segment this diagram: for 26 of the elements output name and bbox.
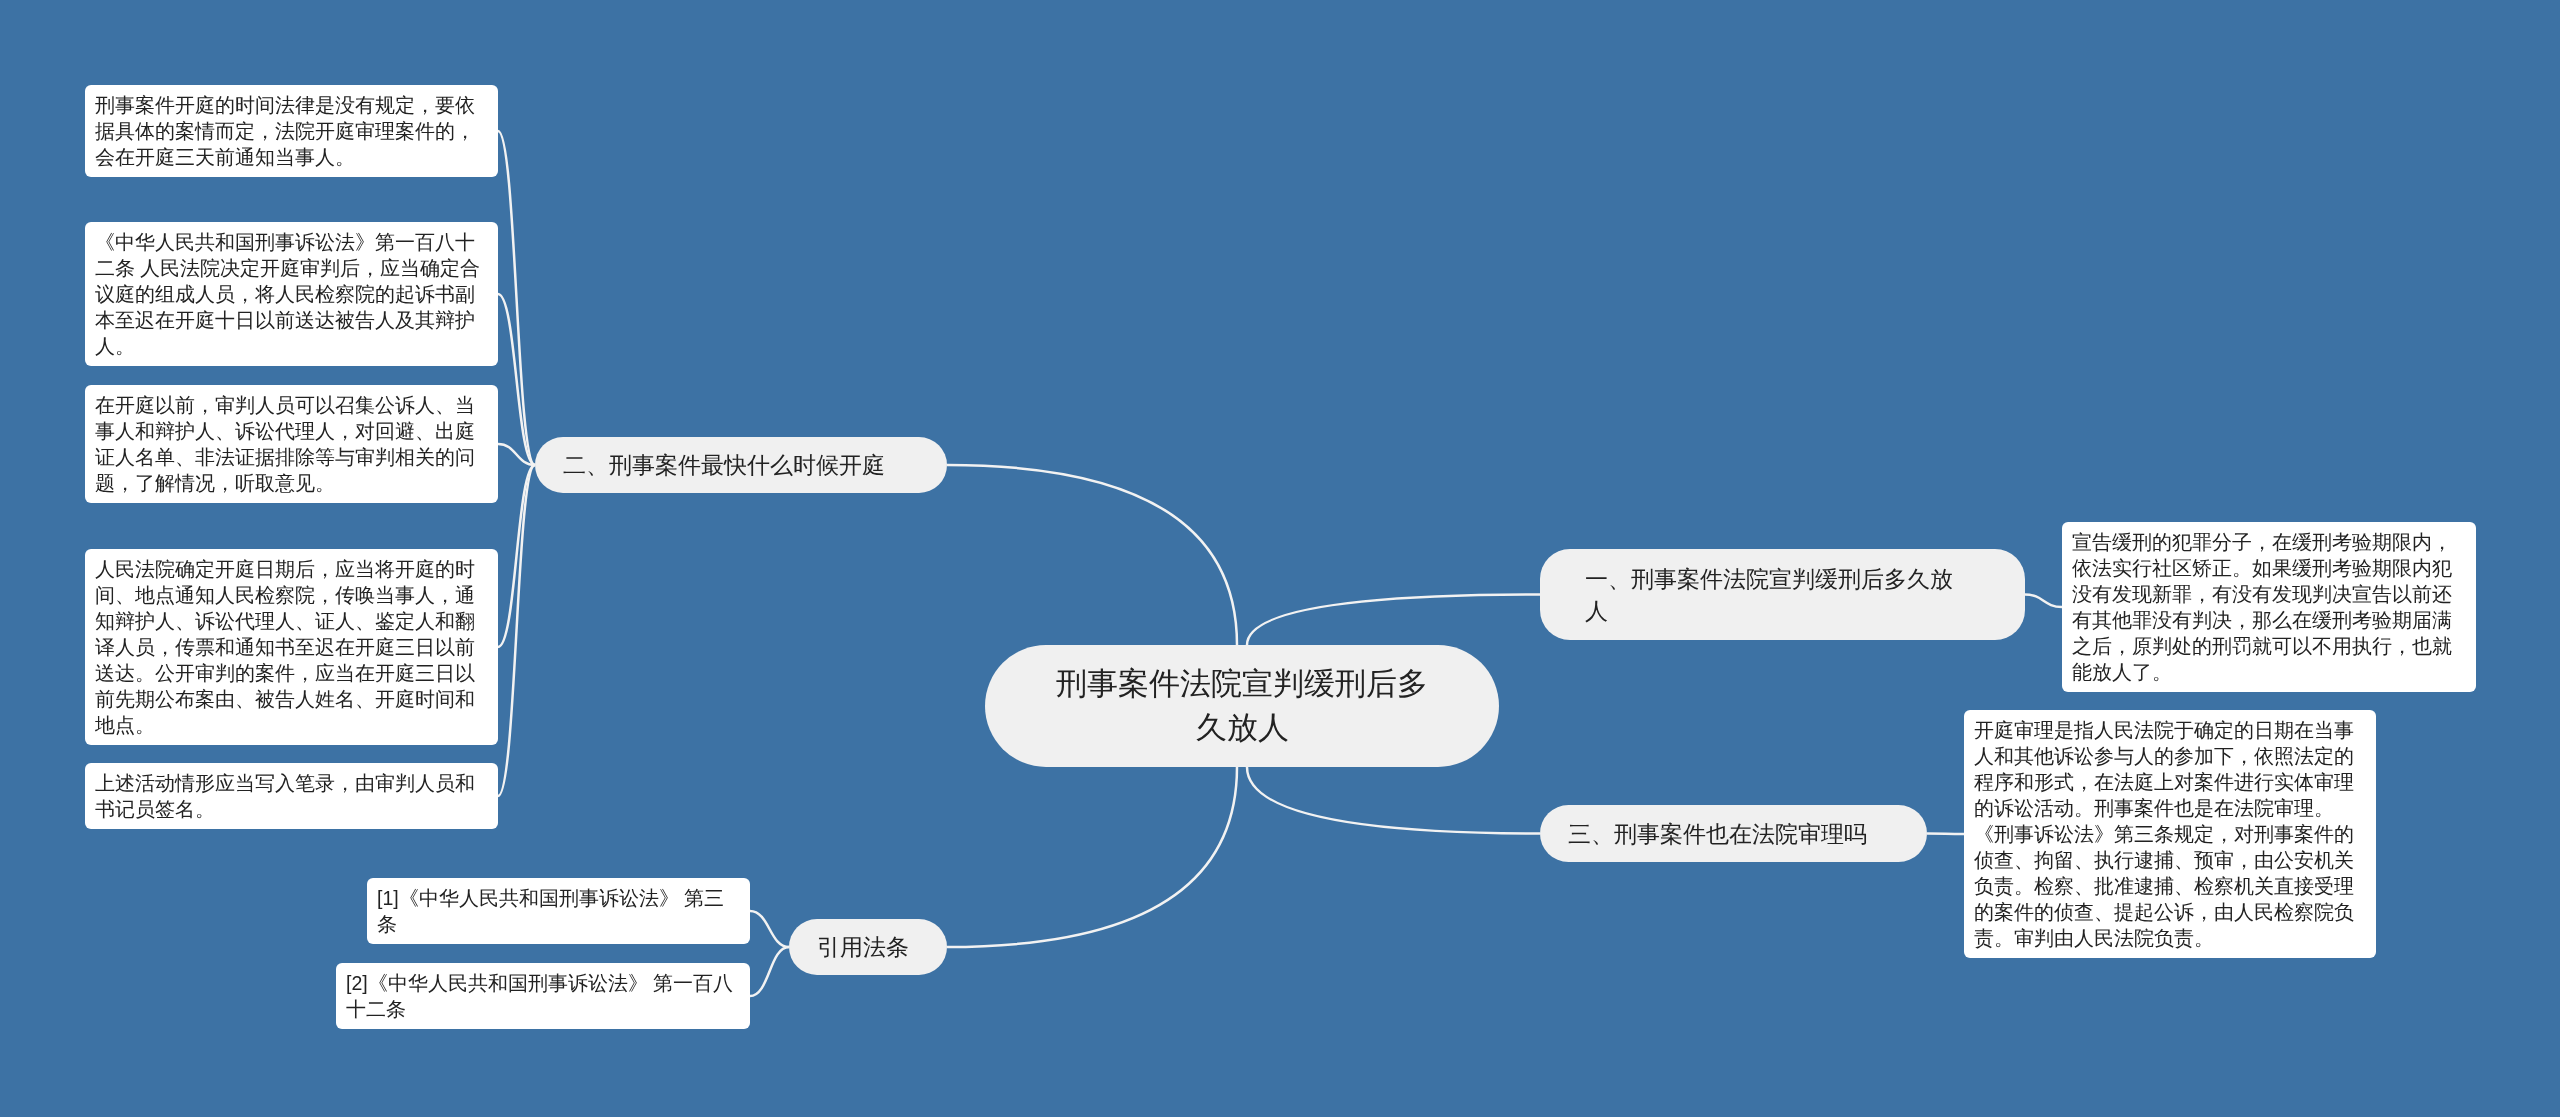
central-topic: 刑事案件法院宣判缓刑后多久放人 (985, 645, 1499, 767)
connector-line (1245, 593, 1540, 646)
connector-line (496, 464, 537, 797)
note-card: 开庭审理是指人民法院于确定的日期在当事人和其他诉讼参与人的参加下，依照法定的程序和形式，在法庭上对案件进行实体审理的诉讼活动。刑事案件也是在法院审理。《刑事诉讼法》第三条规定，对刑事案件的侦查、拘留、执行逮捕、预审，由公安机关负责。检察、批准逮捕、检察机关直接受理的案件的侦查、提起公诉，由人民检察院负责。审判由人民法院负责。 (1964, 710, 2376, 958)
note-card: 刑事案件开庭的时间法律是没有规定，要依据具体的案情而定，法院开庭审理案件的，会在开庭三天前通知当事人。 (85, 85, 498, 177)
note-card: 人民法院确定开庭日期后，应当将开庭的时间、地点通知人民检察院，传唤当事人，通知辩护人、诉讼代理人、证人、鉴定人和翻译人员，传票和通知书至迟在开庭三日以前送达。公开审判的案件，应当在开庭三日以前先期公布案由、被告人姓名、开庭时间和地点。 (85, 549, 498, 745)
connector-line (496, 130, 537, 466)
branch-topic: 引用法条 (789, 919, 947, 975)
note-card: [2]《中华人民共和国刑事诉讼法》 第一百八十二条 (336, 963, 750, 1029)
connector-line (2024, 593, 2063, 609)
note-card: [1]《中华人民共和国刑事诉讼法》 第三条 (367, 878, 750, 944)
branch-topic: 二、刑事案件最快什么时候开庭 (535, 437, 947, 493)
branch-topic: 一、刑事案件法院宣判缓刑后多久放人 (1540, 549, 2025, 640)
note-card: 《中华人民共和国刑事诉讼法》第一百八十二条 人民法院决定开庭审判后，应当确定合议庭的组成人员，将人民检察院的起诉书副本至迟在开庭十日以前送达被告人及其辩护人。 (85, 222, 498, 366)
connector-line (946, 766, 1239, 949)
connector-line (497, 293, 536, 466)
note-card: 上述活动情形应当写入笔录，由审判人员和书记员签名。 (85, 763, 498, 829)
branch-topic: 三、刑事案件也在法院审理吗 (1540, 805, 1927, 862)
connector-line (946, 463, 1239, 646)
connector-line (1245, 766, 1540, 835)
connector-line (749, 909, 790, 949)
note-card: 宣告缓刑的犯罪分子，在缓刑考验期限内，依法实行社区矫正。如果缓刑考验期限内犯没有发现新罪，有没有发现判决宣告以前还有其他罪没有判决，那么在缓刑考验期届满之后，原判处的刑罚就可以不用执行，也就能放人了。 (2062, 522, 2476, 692)
connector-line (497, 464, 536, 648)
note-card: 在开庭以前，审判人员可以召集公诉人、当事人和辩护人、诉讼代理人，对回避、出庭证人名单、非法证据排除等与审判相关的问题，了解情况，听取意见。 (85, 385, 498, 503)
connector-line (749, 945, 790, 998)
connector-line (1927, 832, 1964, 836)
